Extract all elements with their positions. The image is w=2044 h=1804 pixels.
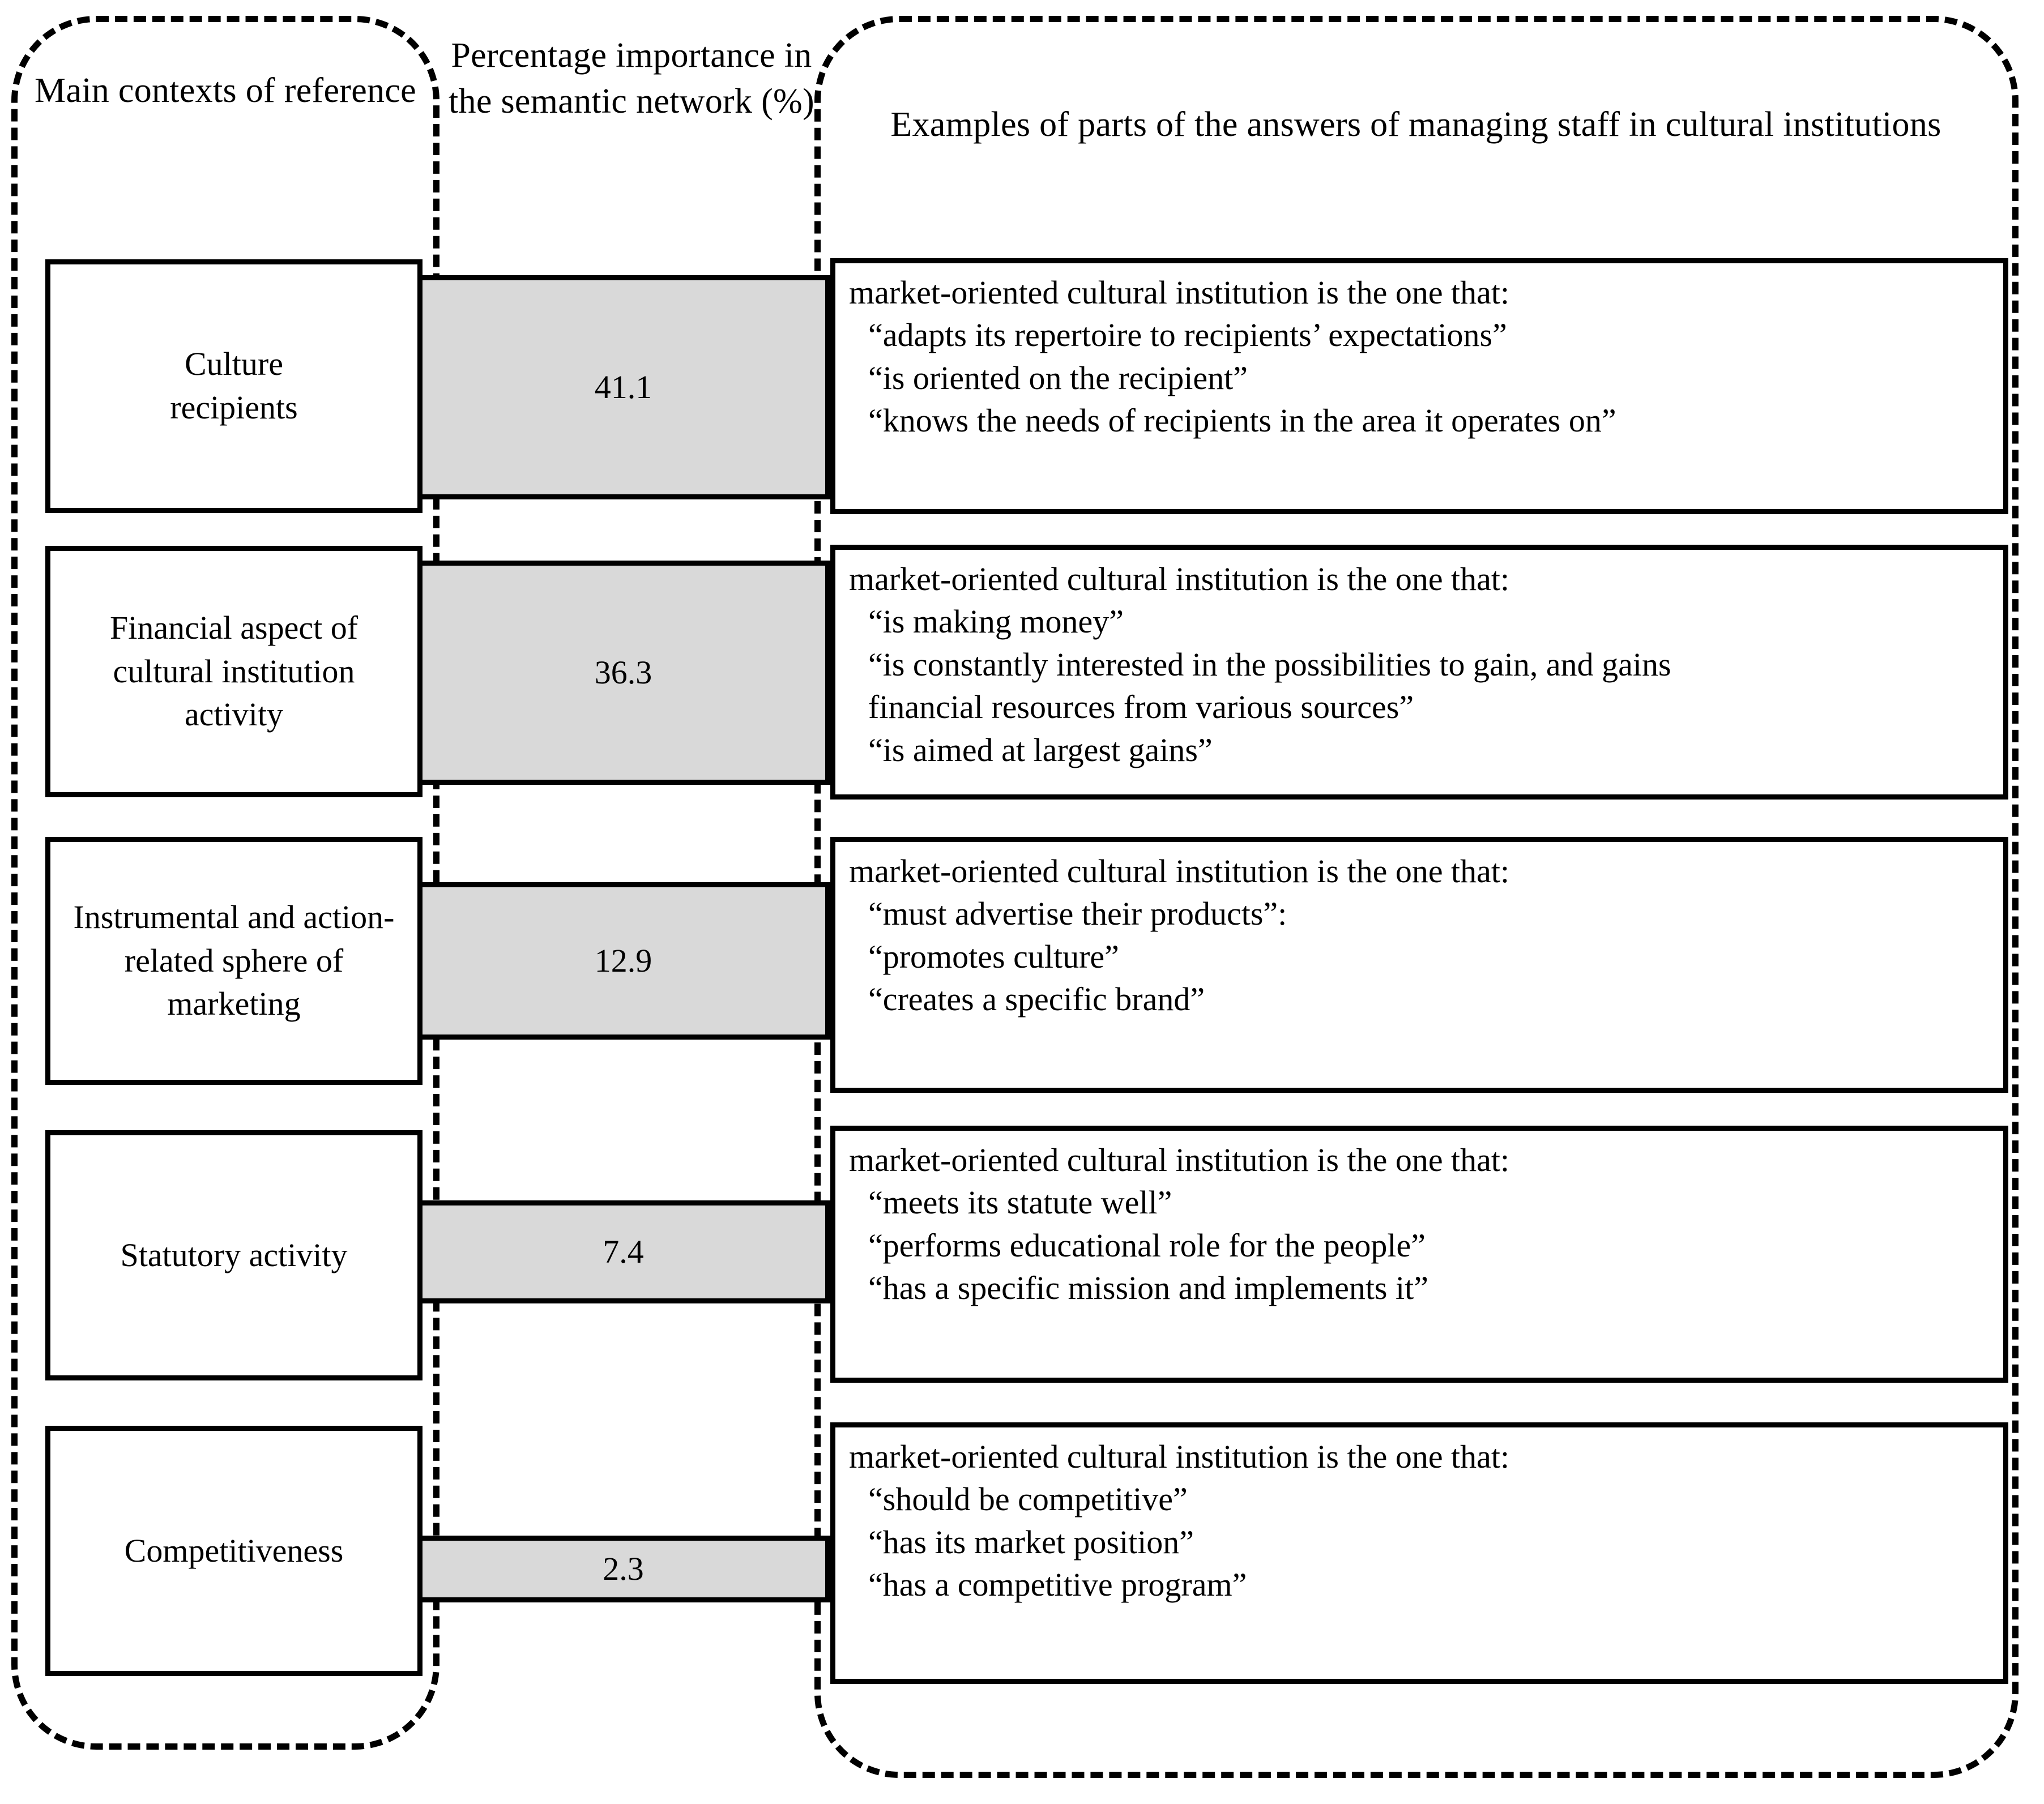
list-item: “has its market position” <box>868 1523 1194 1561</box>
examples-lead: market-oriented cultural institution is … <box>849 853 1510 890</box>
examples-box: market-oriented cultural institution is … <box>830 1126 2008 1383</box>
examples-list: “must advertise their products”: “promot… <box>835 892 2003 1020</box>
percentage-value: 36.3 <box>594 654 652 691</box>
context-label: Instrumental and action-related sphere o… <box>73 899 395 1023</box>
percentage-value: 2.3 <box>603 1550 644 1587</box>
list-item: “is oriented on the recipient” <box>868 359 1248 396</box>
context-label: Statutory activity <box>120 1236 348 1273</box>
list-item: “adapts its repertoire to recipients’ ex… <box>868 317 1507 354</box>
context-box: Competitiveness <box>45 1426 423 1676</box>
list-item: “creates a specific brand” <box>868 981 1205 1018</box>
list-item: “has a competitive program” <box>868 1566 1247 1604</box>
column-header-contexts: Main contexts of reference <box>35 71 416 110</box>
examples-list: “adapts its repertoire to recipients’ ex… <box>835 314 2003 442</box>
percentage-bar: 12.9 <box>416 882 830 1040</box>
list-item: financial resources from various sources… <box>868 689 1414 726</box>
examples-lead: market-oriented cultural institution is … <box>849 274 1510 311</box>
context-box: Instrumental and action-related sphere o… <box>45 837 423 1085</box>
context-box: Financial aspect of cultural institution… <box>45 546 423 797</box>
column-header-percentage: Percentage importance in the semantic ne… <box>449 36 814 121</box>
examples-box: market-oriented cultural institution is … <box>830 545 2008 800</box>
list-item: “should be competitive” <box>868 1481 1188 1518</box>
examples-list: “is making money” “is constantly interes… <box>835 600 2003 771</box>
examples-lead: market-oriented cultural institution is … <box>849 561 1510 597</box>
column-header-examples: Examples of parts of the answers of mana… <box>890 105 1941 144</box>
percentage-value: 7.4 <box>603 1233 644 1270</box>
percentage-bar: 41.1 <box>416 275 830 499</box>
list-item: “is aimed at largest gains” <box>868 731 1213 768</box>
list-item: “performs educational role for the peopl… <box>868 1226 1426 1264</box>
list-item: “meets its statute well” <box>868 1184 1172 1221</box>
examples-lead: market-oriented cultural institution is … <box>849 1438 1510 1475</box>
context-label: Competitiveness <box>124 1532 344 1569</box>
examples-box: market-oriented cultural institution is … <box>830 837 2008 1093</box>
list-item: “has a specific mission and implements i… <box>868 1269 1428 1307</box>
percentage-bar: 2.3 <box>416 1536 830 1602</box>
examples-lead: market-oriented cultural institution is … <box>849 1142 1510 1178</box>
examples-list: “meets its statute well” “performs educa… <box>835 1181 2003 1309</box>
list-item: “must advertise their products”: <box>868 895 1287 933</box>
list-item: “is constantly interested in the possibi… <box>868 645 1671 683</box>
percentage-value: 12.9 <box>594 942 652 979</box>
list-item: “is making money” <box>868 603 1124 640</box>
percentage-bar: 7.4 <box>416 1200 830 1303</box>
examples-list: “should be competitive” “has its market … <box>835 1478 2003 1606</box>
examples-box: market-oriented cultural institution is … <box>830 258 2008 514</box>
list-item: “knows the needs of recipients in the ar… <box>868 402 1616 439</box>
examples-box: market-oriented cultural institution is … <box>830 1422 2008 1684</box>
context-label: Financial aspect of cultural institution… <box>109 609 359 733</box>
context-box: Statutory activity <box>45 1130 423 1380</box>
percentage-bar: 36.3 <box>416 561 830 785</box>
list-item: “promotes culture” <box>868 938 1119 975</box>
percentage-value: 41.1 <box>594 369 652 405</box>
